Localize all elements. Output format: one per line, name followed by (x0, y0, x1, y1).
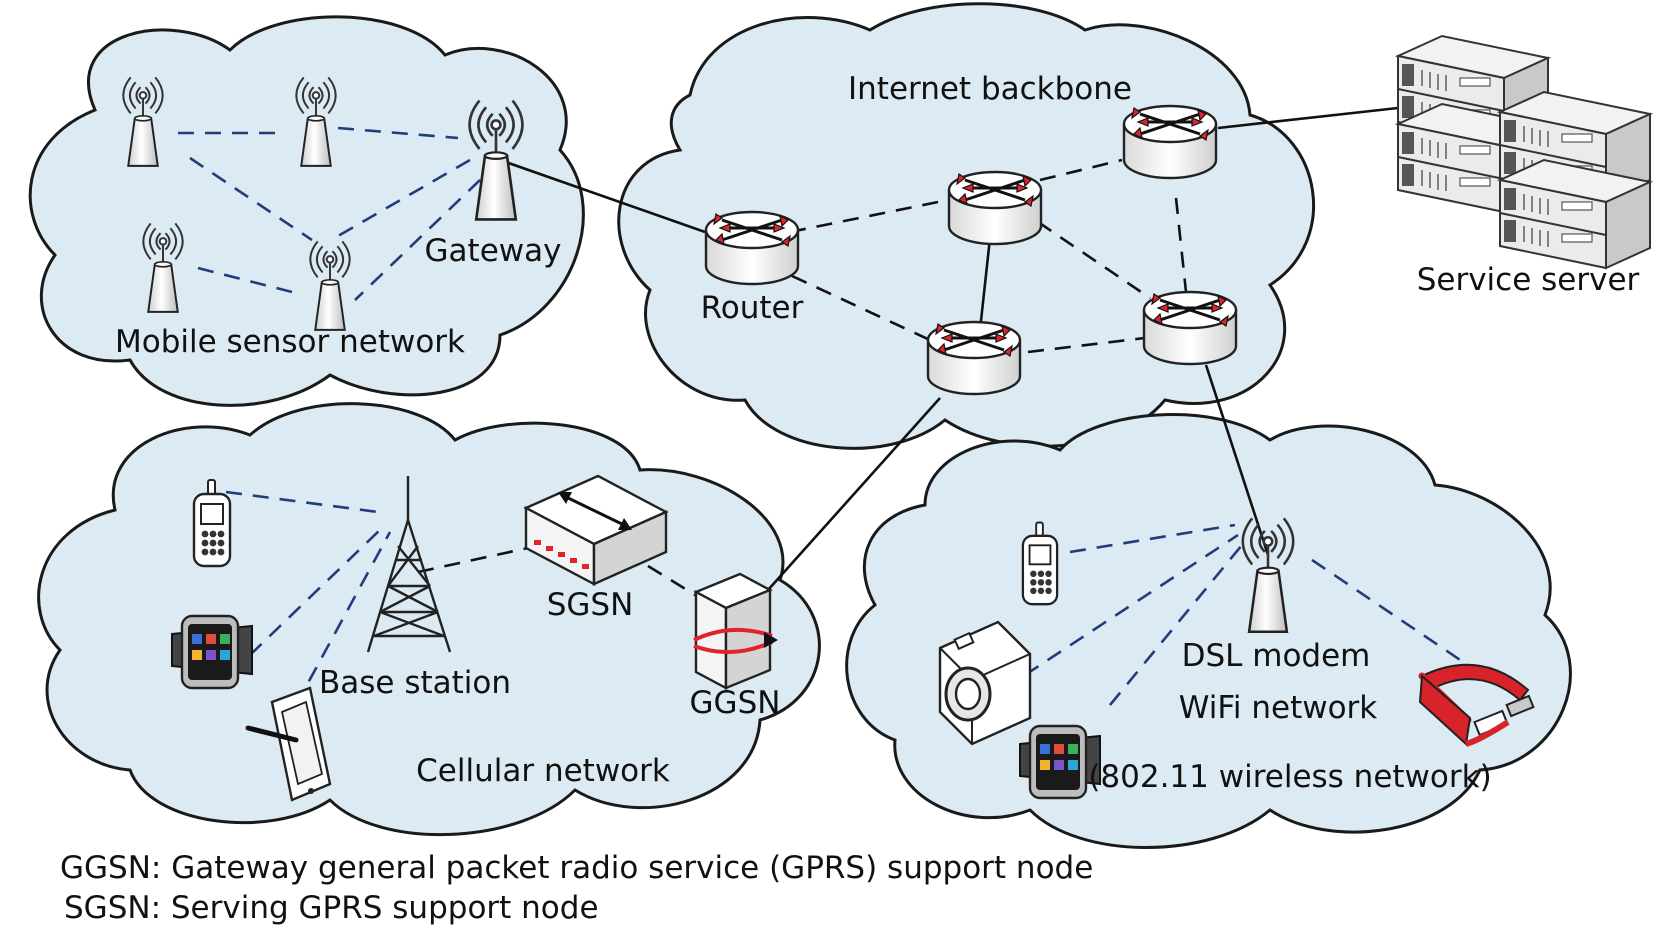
router-icon (1122, 104, 1218, 180)
cell-tower-icon (366, 476, 452, 653)
link-r4-r5 (1027, 336, 1146, 354)
server-rack-icon (1397, 35, 1651, 269)
link-gw-s4b (354, 179, 481, 301)
smart-glasses-icon (1418, 663, 1535, 747)
link-r5-modem (1204, 364, 1270, 556)
service-server-label: Service server (1417, 262, 1640, 298)
internet-backbone-label: Internet backbone (848, 71, 1132, 107)
footnote-sgsn: SGSN: Serving GPRS support node (64, 890, 599, 926)
tablet-icon (245, 686, 332, 802)
link-camera-modem (1024, 533, 1239, 677)
wifi-network-label: WiFi network (1179, 690, 1378, 726)
router-icon (1142, 290, 1238, 366)
link-glasses-modem (1311, 558, 1479, 674)
link-tower-sgsn (417, 546, 529, 574)
ggsn-box-icon (693, 572, 778, 690)
link-sgsn-ggsn (647, 564, 701, 600)
sgsn-label: SGSN (547, 587, 634, 623)
wifi-cloud (845, 413, 1572, 849)
gateway-label: Gateway (425, 233, 562, 269)
link-r2-r5 (1037, 220, 1151, 300)
ggsn-label: GGSN (690, 685, 781, 721)
mobile-sensor-network-label: Mobile sensor network (115, 324, 465, 360)
dsl-modem-label: DSL modem (1182, 638, 1371, 674)
router-icon (926, 320, 1022, 396)
link-r2-r3 (1039, 158, 1123, 182)
link-s1-s4 (189, 156, 313, 242)
link-phone-modem (1069, 523, 1236, 554)
link-tablet-tower (294, 531, 392, 706)
link-r2-r4 (978, 237, 992, 331)
footnote-ggsn: GGSN: Gateway general packet radio servi… (60, 850, 1093, 886)
router-icon (947, 170, 1043, 246)
link-r4-ggsn (767, 397, 941, 591)
link-s2-gw (337, 126, 459, 140)
sgsn-switch-icon (523, 474, 669, 586)
link-r3-r5 (1174, 197, 1188, 293)
link-watch-modem (1108, 544, 1244, 706)
link-gateway-router (499, 158, 706, 234)
link-watch-tower (249, 527, 383, 656)
base-station-label: Base station (319, 665, 511, 701)
link-r3-server (1217, 106, 1399, 130)
cellular-network-label: Cellular network (416, 753, 670, 789)
router-label: Router (701, 290, 804, 326)
router-icon (704, 210, 800, 286)
camera-icon (938, 620, 1032, 746)
wifi-network-sublabel: (802.11 wireless network) (1088, 759, 1491, 795)
